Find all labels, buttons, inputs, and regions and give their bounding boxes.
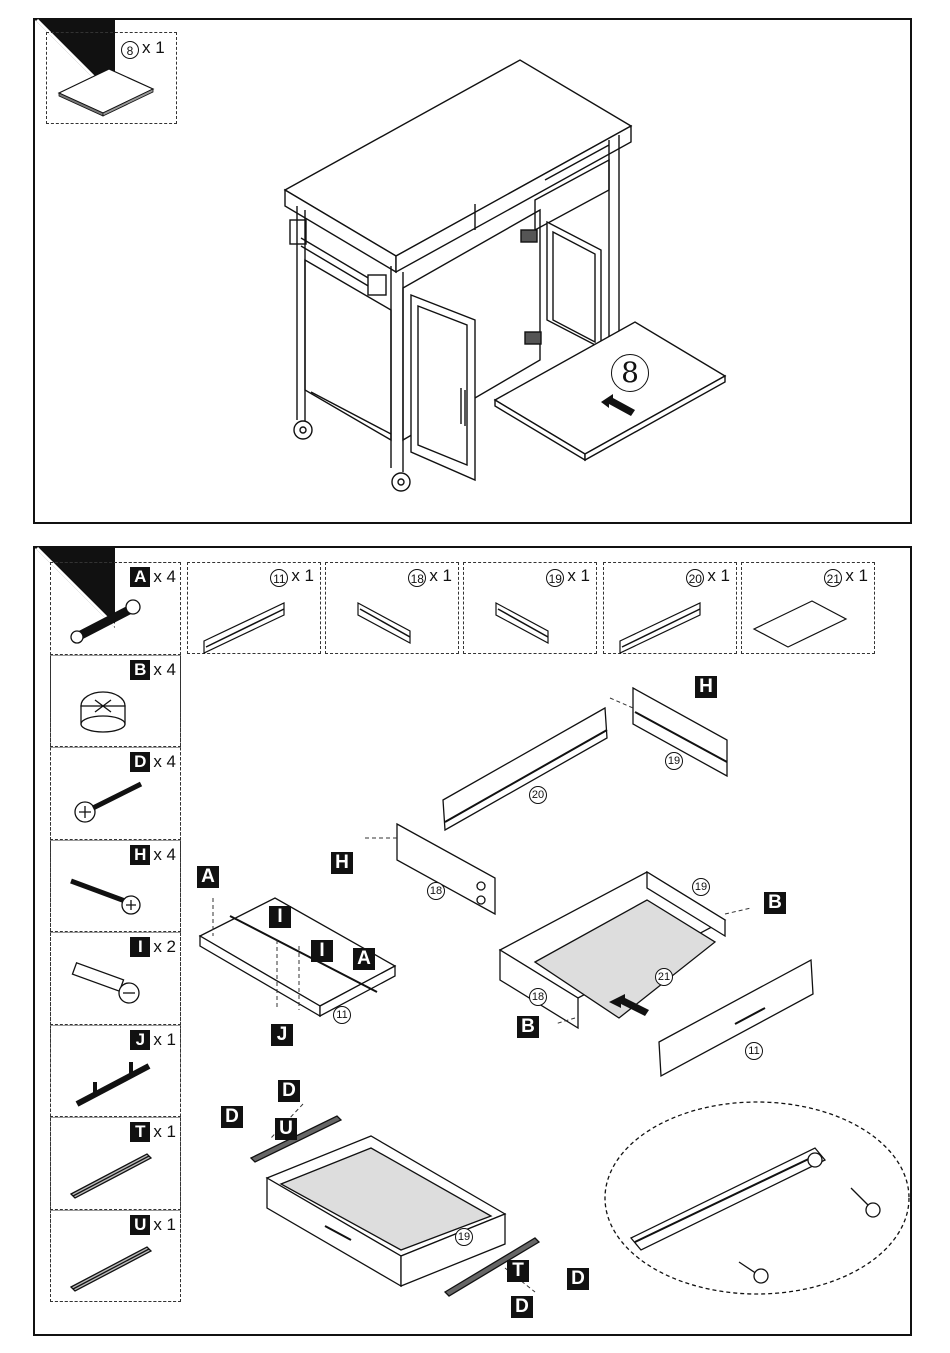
callout-B: B <box>517 1016 539 1038</box>
callout-D: D <box>567 1268 589 1290</box>
callout-A: A <box>197 866 219 888</box>
callout-A: A <box>353 948 375 970</box>
callout-I: I <box>311 940 333 962</box>
callout-B: B <box>764 892 786 914</box>
part-11-thumbnail <box>188 563 322 655</box>
callout-U: U <box>275 1118 297 1140</box>
callout-D: D <box>511 1296 533 1318</box>
part-label-19: 19 <box>665 752 683 770</box>
callout-H: H <box>695 676 717 698</box>
part-label-19: 19 <box>692 878 710 896</box>
part-19-thumbnail <box>464 563 598 655</box>
drawer-assembly-drawing <box>35 548 914 1338</box>
part-label-20: 20 <box>529 786 547 804</box>
part-label-11: 11 <box>745 1042 763 1060</box>
callout-I: I <box>269 906 291 928</box>
part-label-11: 11 <box>333 1006 351 1024</box>
part-18-thumbnail <box>326 563 460 655</box>
part-callout-8: 8 <box>611 354 649 392</box>
callout-T: T <box>507 1260 529 1282</box>
part-20-thumbnail <box>604 563 738 655</box>
part-label-21: 21 <box>655 968 673 986</box>
callout-H: H <box>331 852 353 874</box>
part-21-thumbnail <box>742 563 876 655</box>
cart-assembly-drawing <box>35 20 914 526</box>
part-label-19: 19 <box>455 1228 473 1246</box>
callout-D: D <box>278 1080 300 1102</box>
part-label-18: 18 <box>529 988 547 1006</box>
callout-J: J <box>271 1024 293 1046</box>
part-label-18: 18 <box>427 882 445 900</box>
callout-D: D <box>221 1106 243 1128</box>
